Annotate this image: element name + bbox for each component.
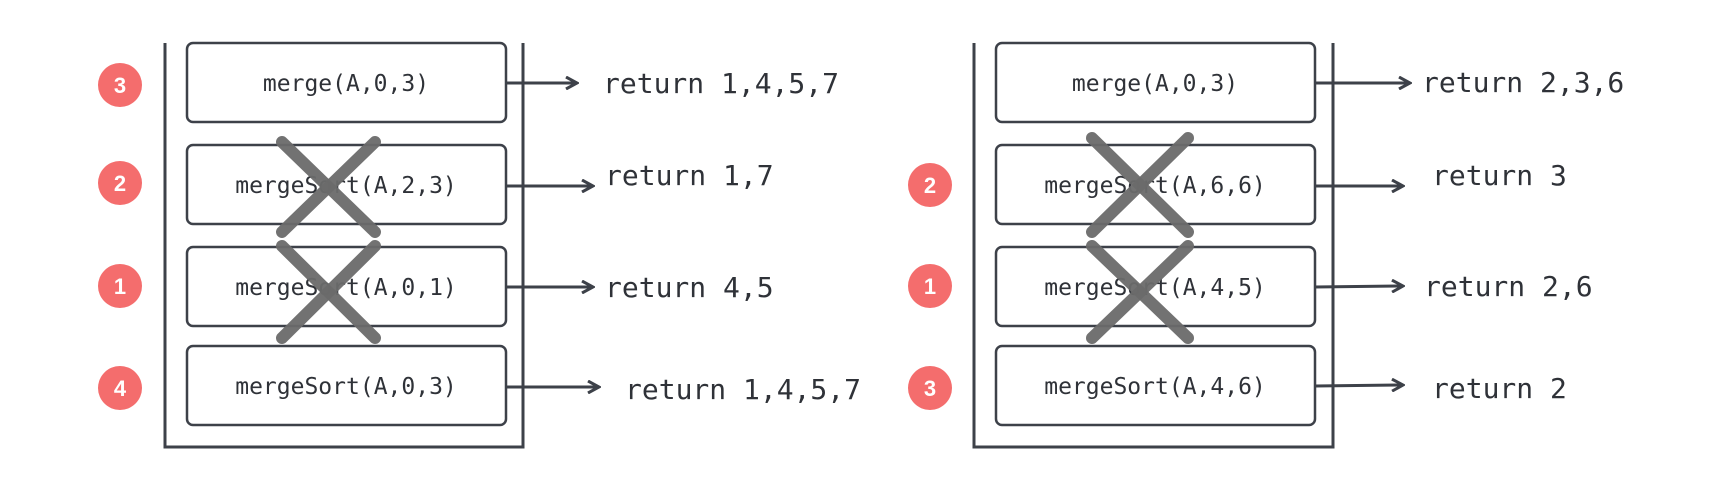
badge-number: 2 xyxy=(114,171,126,196)
frame-label: mergeSort(A,4,6) xyxy=(1044,374,1266,400)
frame-label: merge(A,0,3) xyxy=(1072,71,1238,97)
badge: 1 xyxy=(98,264,142,308)
return-arrow xyxy=(1314,286,1403,287)
crossed-out-mark xyxy=(276,136,381,238)
return-value: return 2 xyxy=(1432,372,1567,405)
return-value: return 1,7 xyxy=(605,159,774,192)
return-value: return 3 xyxy=(1432,159,1567,192)
badge: 2 xyxy=(908,163,952,207)
badge: 2 xyxy=(98,161,142,205)
return-value: return 2,3,6 xyxy=(1422,66,1624,99)
badge: 4 xyxy=(98,366,142,410)
badge: 3 xyxy=(908,366,952,410)
stack-1: 3 merge(A,0,3) return 1,4,5,7 2 mergeSor… xyxy=(98,41,861,449)
badge-number: 1 xyxy=(114,274,126,299)
crossed-out-mark xyxy=(1086,132,1194,238)
return-arrow xyxy=(1314,385,1403,386)
frame-label: mergeSort(A,0,3) xyxy=(235,374,457,400)
frame-label: merge(A,0,3) xyxy=(263,71,429,97)
return-value: return 4,5 xyxy=(605,271,774,304)
crossed-out-mark xyxy=(276,240,381,344)
badge-number: 3 xyxy=(114,73,126,98)
badge: 3 xyxy=(98,63,142,107)
stack-2: merge(A,0,3) return 2,3,6 2 mergeSort(A,… xyxy=(908,41,1624,449)
crossed-out-mark xyxy=(1086,240,1194,344)
stack-2-container xyxy=(972,43,1335,449)
return-value: return 2,6 xyxy=(1424,270,1593,303)
return-value: return 1,4,5,7 xyxy=(625,373,861,406)
badge-number: 1 xyxy=(924,274,936,299)
badge-number: 3 xyxy=(924,376,936,401)
badge-number: 2 xyxy=(924,173,936,198)
badge-number: 4 xyxy=(114,376,127,401)
badge: 1 xyxy=(908,264,952,308)
stack-1-container xyxy=(163,43,525,449)
return-value: return 1,4,5,7 xyxy=(603,67,839,100)
